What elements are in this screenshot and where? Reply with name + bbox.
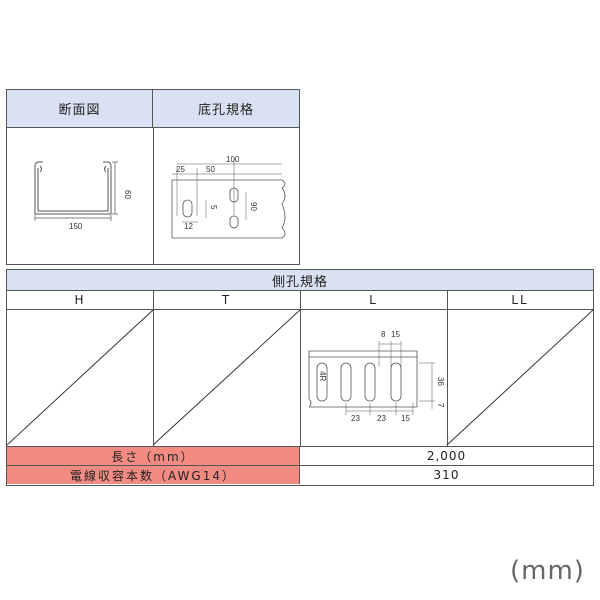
length-row: 長さ（mm） 2,000	[7, 446, 593, 465]
dim-7: 7	[436, 403, 445, 408]
dim-15-bottom: 15	[401, 414, 410, 423]
dim-width: 150	[69, 222, 83, 231]
col-header-t: T	[221, 293, 232, 307]
diagonal-ll	[446, 310, 593, 446]
col-header-ll: LL	[511, 293, 529, 307]
dim-23-a: 23	[351, 414, 360, 423]
wire-capacity-label: 電線収容本数（AWG14）	[7, 466, 300, 484]
col-divider	[153, 291, 154, 446]
bottom-hole-drawing: 100 25 50 5 90 12	[171, 155, 286, 239]
col-divider	[447, 291, 448, 446]
not-applicable-diagonals	[7, 310, 593, 446]
wire-capacity-row: 電線収容本数（AWG14） 310	[7, 465, 593, 484]
unit-label: (mm)	[510, 556, 585, 586]
dim-4r: 4R	[318, 371, 327, 381]
diagonal-h	[7, 310, 154, 446]
cross-section-drawing: 150 60	[34, 161, 132, 231]
diagonal-t	[152, 310, 301, 446]
col-divider	[300, 291, 301, 446]
dim-36: 36	[436, 377, 445, 386]
wire-capacity-value: 310	[433, 468, 460, 482]
dim-12: 12	[184, 222, 193, 231]
dim-5: 5	[209, 205, 218, 210]
cross-section-header: 断面図	[7, 90, 153, 128]
dim-height: 60	[123, 190, 132, 199]
col-header-l: L	[369, 293, 378, 307]
dim-25: 25	[176, 165, 185, 174]
side-hole-table: 側孔規格 H T L LL	[6, 269, 594, 486]
dim-50: 50	[206, 165, 215, 174]
dim-15-top: 15	[391, 330, 400, 339]
length-value: 2,000	[426, 449, 467, 463]
side-hole-l-drawing: 8 15 36 7 23 23 15 4R	[308, 330, 445, 423]
dim-100: 100	[226, 155, 240, 164]
top-table-divider	[153, 128, 154, 264]
col-header-h: H	[74, 293, 86, 307]
dim-23-b: 23	[377, 414, 386, 423]
bottom-hole-header: 底孔規格	[153, 90, 299, 128]
side-hole-title: 側孔規格	[7, 270, 593, 291]
dim-90: 90	[249, 202, 258, 211]
top-spec-table: 断面図 底孔規格 150 60	[6, 89, 300, 265]
length-label: 長さ（mm）	[7, 447, 300, 465]
dim-8: 8	[381, 330, 386, 339]
